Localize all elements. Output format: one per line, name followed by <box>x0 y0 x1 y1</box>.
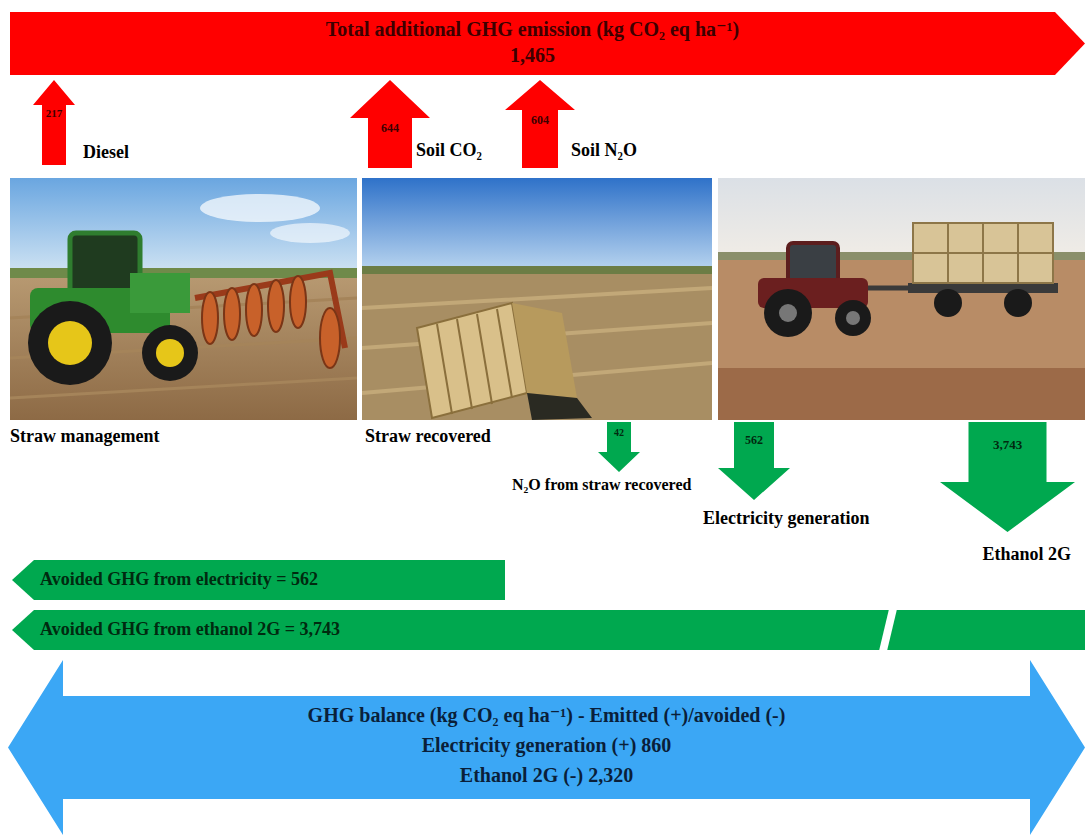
emission-arrow: 604Soil N₂O <box>505 80 575 168</box>
node-heading: GHG balance (kg CO₂ eq ha⁻¹) - Emitted (… <box>8 704 1085 727</box>
shape-outline <box>33 80 75 165</box>
node-text: Ethanol 2G (-) 2,320 <box>8 764 1085 787</box>
avoided-arrow: 3,743Ethanol 2G <box>940 422 1075 532</box>
emission-arrow: 644Soil CO₂ <box>350 80 430 168</box>
node-text: Soil CO₂ <box>416 140 482 161</box>
avoided-band: Avoided GHG from ethanol 2G = 3,743 <box>12 610 1085 650</box>
node-heading: 3,743 <box>940 438 1075 453</box>
photo-caption: Straw management <box>10 426 159 447</box>
photo-straw-recovered <box>362 178 712 420</box>
node-text: Electricity generation <box>703 508 869 529</box>
node-text: N₂O from straw recovered <box>512 476 697 494</box>
node-heading: 217 <box>33 107 75 120</box>
photo-straw-management <box>10 178 357 420</box>
emission-arrow: 217Diesel <box>33 80 75 165</box>
node-text: 1,465 <box>10 44 1055 67</box>
node-heading: 42 <box>598 427 640 439</box>
node-text: Ethanol 2G <box>982 544 1071 565</box>
node-text: Diesel <box>83 142 129 163</box>
total-emission-band: Total additional GHG emission (kg CO₂ eq… <box>10 12 1085 75</box>
node-heading: 644 <box>350 122 430 136</box>
node-text: Electricity generation (+) 860 <box>8 734 1085 757</box>
avoided-arrow: 42N₂O from straw recovered <box>598 422 640 472</box>
ghg-balance-arrow: GHG balance (kg CO₂ eq ha⁻¹) - Emitted (… <box>8 660 1085 835</box>
node-text: Soil N₂O <box>571 140 637 161</box>
node-heading: Avoided GHG from ethanol 2G = 3,743 <box>40 619 340 640</box>
node-heading: 562 <box>718 434 790 448</box>
photo-straw-transport <box>718 178 1085 420</box>
node-heading: Avoided GHG from electricity = 562 <box>40 569 318 590</box>
node-heading: Total additional GHG emission (kg CO₂ eq… <box>10 18 1055 41</box>
avoided-band: Avoided GHG from electricity = 562 <box>12 560 505 600</box>
avoided-arrow: 562Electricity generation <box>718 422 790 500</box>
photo-caption: Straw recovered <box>365 426 491 447</box>
node-heading: 604 <box>505 114 575 128</box>
